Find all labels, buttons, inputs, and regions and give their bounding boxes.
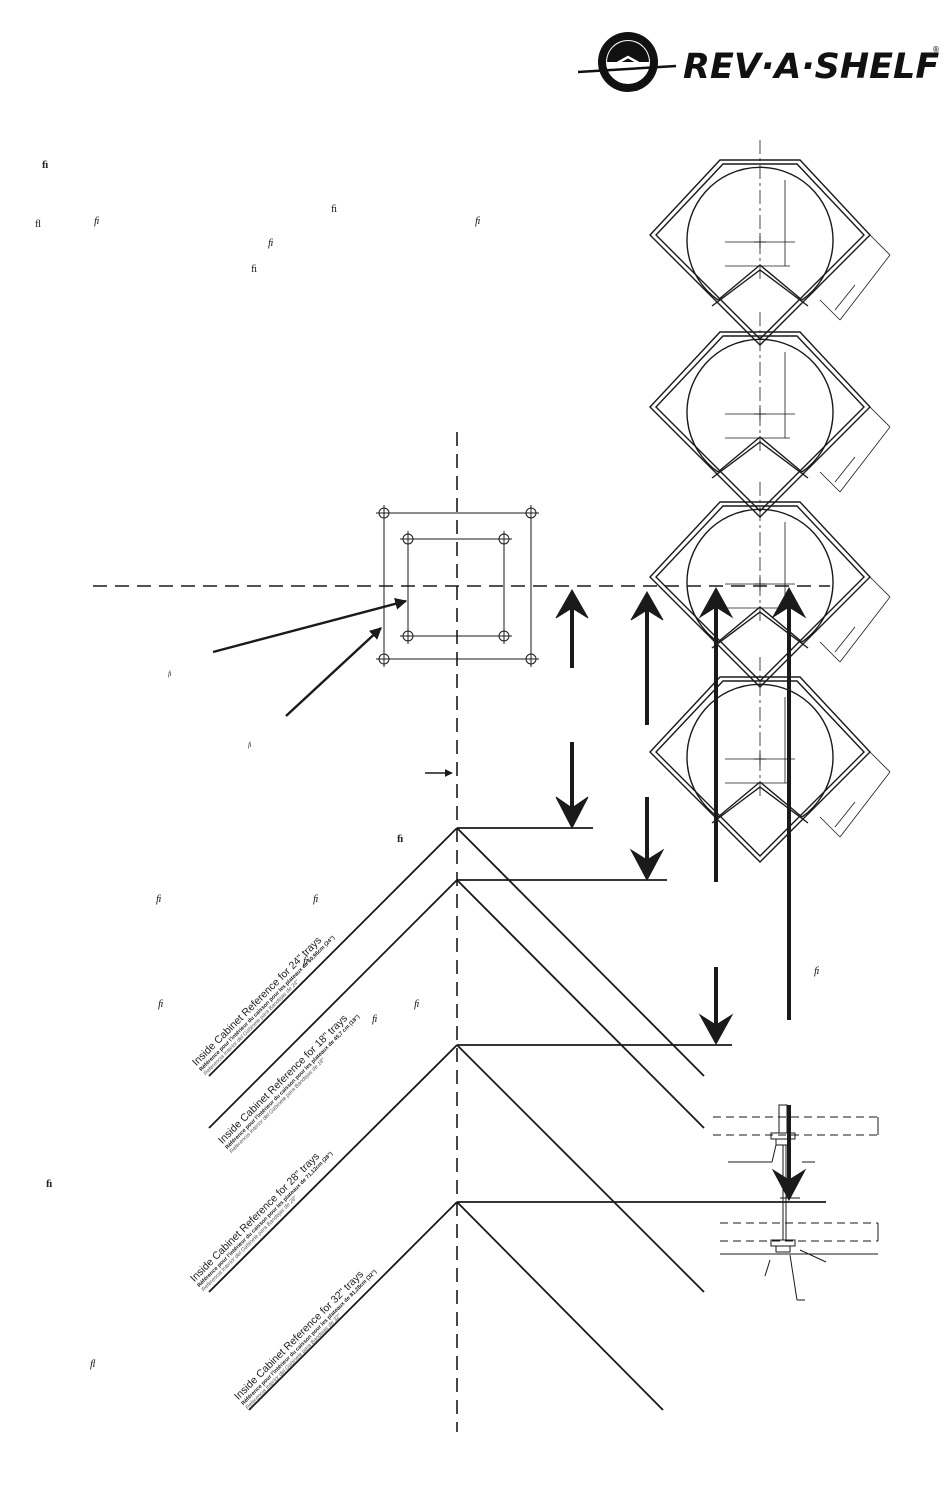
ligature-mark: ﬁ [268, 237, 274, 249]
ligature-mark: ﬁ [331, 203, 338, 215]
brand-logo: REV·A·SHELF ® [577, 32, 940, 92]
ligature-mark: ﬁ [158, 998, 164, 1010]
mounting-hole-pattern [376, 505, 539, 667]
ligature-mark: ﬂ [35, 218, 42, 230]
ligature-mark: ﬁ [251, 263, 258, 275]
ligature-mark: ﬁ [372, 1013, 378, 1025]
ligature-mark: ﬂ [90, 1358, 96, 1370]
brand-name: REV·A·SHELF [683, 47, 939, 87]
ligature-mark: ﬁ [303, 955, 309, 967]
tray-plan-32 [649, 656, 891, 863]
pointer-arrow-inner-holes [212, 597, 408, 654]
ligature-mark: ﬁ [414, 998, 420, 1010]
ligature-mark: ﬁ [313, 893, 319, 905]
ligature-mark: ﬁ [814, 965, 820, 977]
pivot-detail [713, 1104, 879, 1301]
ligature-mark: ﬁ [168, 670, 172, 678]
ligature-mark: ﬁ [248, 741, 252, 749]
ligature-mark: ﬁ [397, 833, 404, 845]
reference-chevrons [208, 827, 826, 1411]
dimension-arrows [555, 586, 807, 1202]
pointer-arrow-outer-holes [285, 627, 382, 717]
ligature-mark: ﬁ [94, 215, 100, 227]
tray-plan-28 [649, 481, 891, 688]
tray-plan-18 [649, 311, 891, 518]
ligature-mark: ﬁ [156, 893, 162, 905]
tray-plan-24 [649, 139, 891, 346]
ligature-mark: ﬁ [475, 215, 481, 227]
trademark-symbol: ® [932, 45, 940, 54]
ligature-mark: ﬁ [46, 1178, 53, 1190]
ligature-mark: ﬁ [42, 159, 49, 171]
